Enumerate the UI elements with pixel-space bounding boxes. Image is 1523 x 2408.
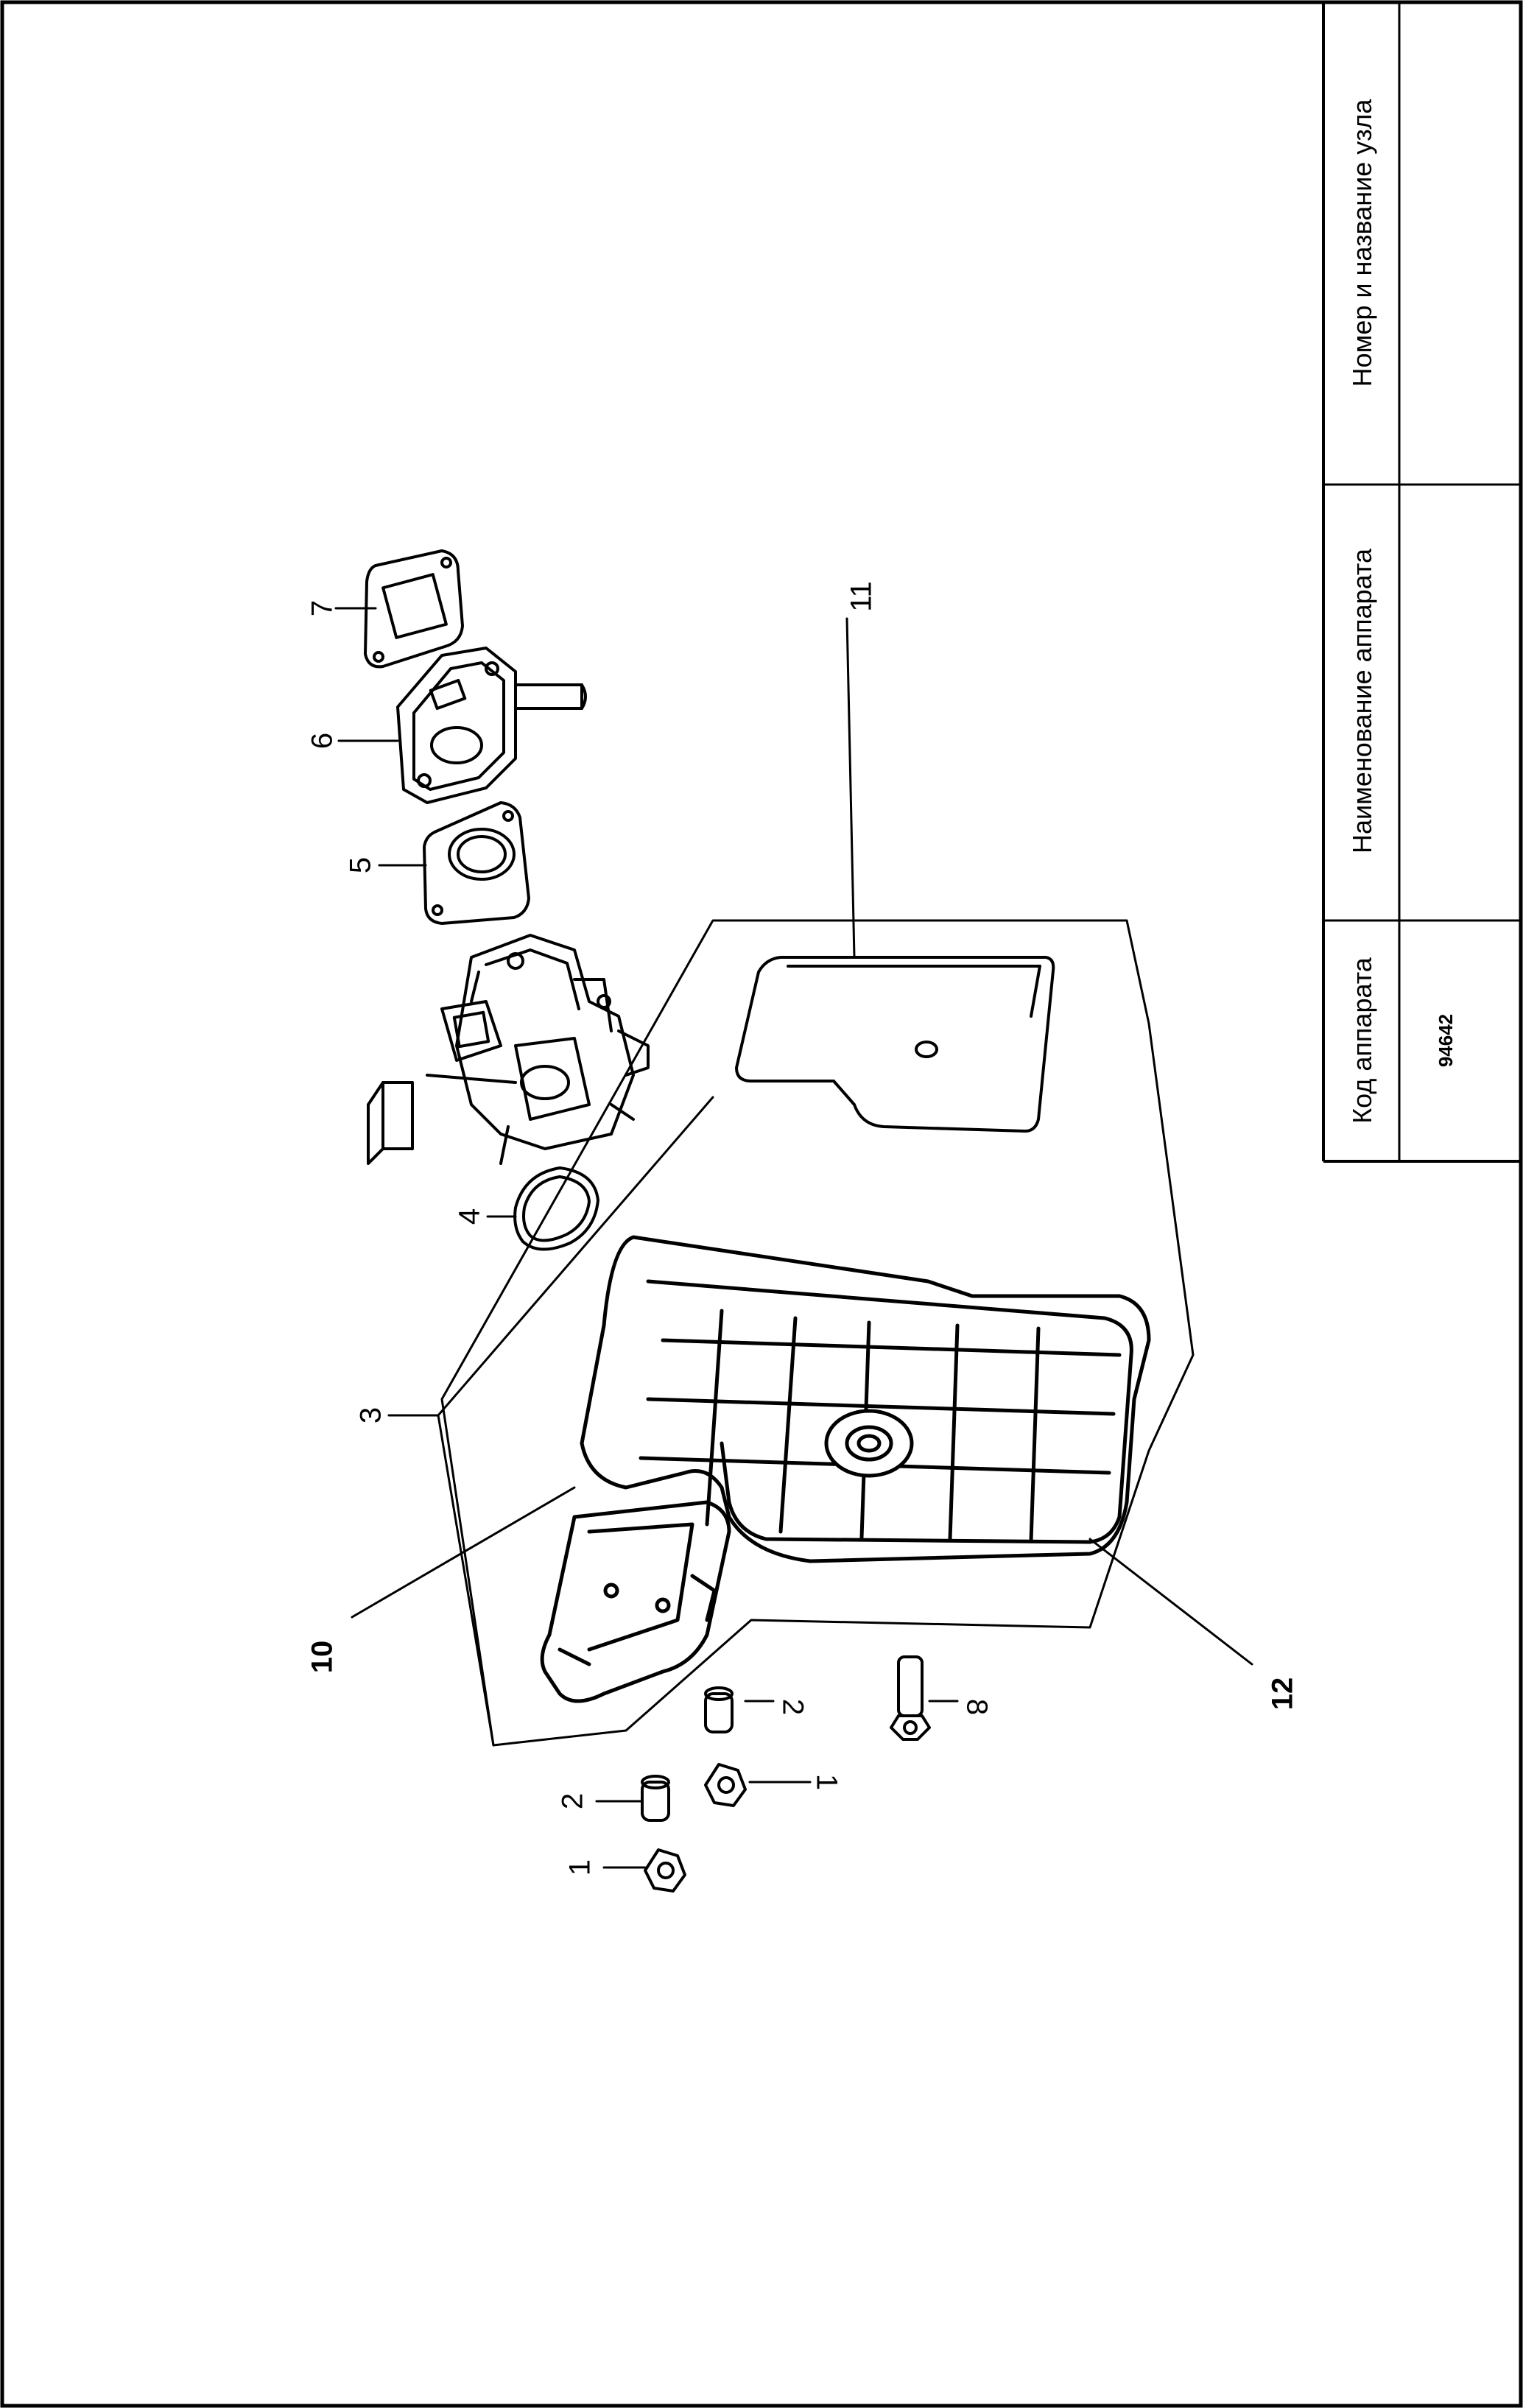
callout-4: 4 bbox=[454, 1208, 486, 1225]
carburetor bbox=[367, 934, 650, 1165]
callout-3: 3 bbox=[355, 1407, 387, 1423]
callout-1b: 1 bbox=[810, 1774, 843, 1790]
leader-lines bbox=[334, 607, 1253, 1869]
device-code-value: 94642 bbox=[1435, 1014, 1457, 1067]
assembly-outline bbox=[440, 919, 1195, 1747]
part-1-nut-a bbox=[704, 1763, 747, 1807]
callout-2b: 2 bbox=[557, 1793, 589, 1809]
device-code-header: Код аппарата bbox=[1347, 957, 1377, 1124]
part-2-stud-a bbox=[704, 1686, 734, 1733]
exploded-view bbox=[334, 549, 1253, 1893]
part-11-filter-element bbox=[735, 956, 1055, 1133]
part-4-oring bbox=[513, 1166, 599, 1251]
callout-12: 12 bbox=[1267, 1677, 1299, 1711]
callout-5: 5 bbox=[345, 857, 377, 873]
part-1-nut-b bbox=[644, 1848, 686, 1893]
callout-11: 11 bbox=[845, 581, 878, 612]
title-block: Номер и название узла Наименование аппар… bbox=[1322, 2, 1521, 1163]
callout-8: 8 bbox=[960, 1699, 993, 1715]
part-5-gasket bbox=[423, 801, 530, 925]
part-8-bolt bbox=[890, 1655, 931, 1741]
callout-6: 6 bbox=[306, 733, 339, 749]
callout-10: 10 bbox=[306, 1641, 339, 1674]
part-10-base bbox=[540, 1500, 731, 1703]
callout-2a: 2 bbox=[776, 1699, 809, 1715]
part-6-insulator bbox=[396, 647, 587, 804]
callouts: 7 6 5 4 3 10 11 12 2 8 1 2 1 bbox=[306, 581, 1299, 1876]
callout-1a: 1 bbox=[564, 1859, 597, 1876]
device-name-header: Наименование аппарата bbox=[1347, 548, 1377, 853]
part-12-cover bbox=[580, 1235, 1151, 1563]
callout-7: 7 bbox=[306, 600, 339, 616]
part-7-gasket bbox=[364, 549, 464, 669]
node-header: Номер и название узла bbox=[1347, 99, 1377, 387]
part-2-stud-b bbox=[641, 1775, 670, 1822]
